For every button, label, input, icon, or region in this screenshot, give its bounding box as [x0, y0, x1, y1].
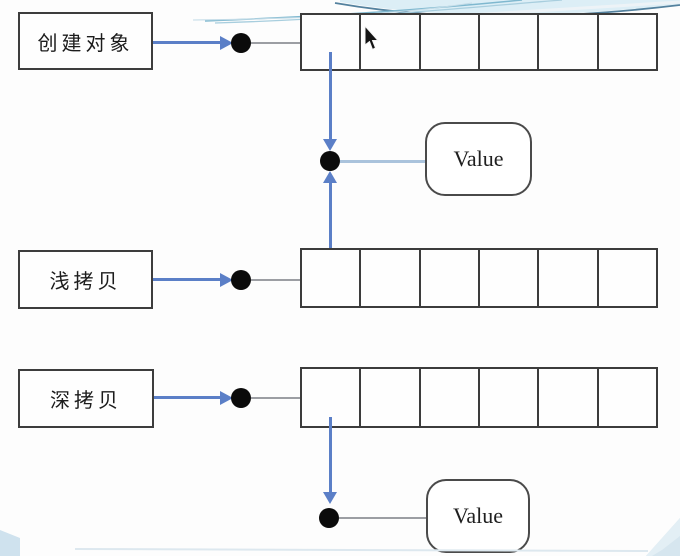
arrowhead-create-object — [220, 36, 233, 50]
label-box-create-object: 创建对象 — [18, 12, 153, 70]
array-cell — [418, 15, 478, 69]
array-cell — [596, 369, 656, 426]
array-cell — [359, 250, 418, 306]
label-text-deep-copy: 深拷贝 — [50, 390, 122, 412]
array-cell — [477, 250, 537, 306]
arrowhead-up-to-value-dot — [323, 171, 337, 183]
array-cell — [596, 250, 656, 306]
value-node-top-text: Value — [453, 146, 504, 171]
arrowhead-down-to-value-dot — [323, 139, 337, 151]
arrowhead-shallow-copy — [220, 273, 233, 287]
label-text-shallow-copy: 浅拷贝 — [49, 271, 122, 293]
arrow-shaft-create-object — [153, 41, 221, 44]
ref-line-array2-to-value — [329, 183, 332, 265]
arrow-shaft-deep-copy — [154, 396, 221, 399]
array-cell — [537, 15, 596, 69]
array-cell — [477, 369, 537, 426]
value-node-bottom: Value — [426, 479, 530, 553]
bottom-right-wedge-highlight — [646, 518, 680, 556]
arrowhead-deep-copy — [220, 391, 233, 405]
array-cell — [302, 250, 359, 306]
bottom-left-wedge — [0, 530, 20, 556]
bottom-faint-line — [74, 548, 649, 552]
value-dot-deep — [319, 508, 339, 528]
array-cell — [596, 15, 656, 69]
array-cell — [418, 369, 478, 426]
pointer-dot-shallow-copy — [231, 270, 251, 290]
connector-dot-to-value-bottom — [339, 517, 427, 519]
array-cell — [359, 15, 418, 69]
value-dot-shared — [320, 151, 340, 171]
connector-dot-to-array-1 — [251, 42, 300, 44]
connector-dot-to-array-3 — [251, 397, 300, 399]
bottom-right-wedge — [646, 518, 680, 556]
label-box-shallow-copy: 浅拷贝 — [18, 250, 153, 309]
ref-line-array3-to-value — [329, 417, 332, 493]
pointer-dot-create-object — [231, 33, 251, 53]
array-cell — [537, 369, 596, 426]
label-box-deep-copy: 深拷贝 — [18, 369, 154, 428]
array-cell — [477, 15, 537, 69]
bottom-decoration — [0, 518, 680, 556]
array-cell — [537, 250, 596, 306]
pointer-dot-deep-copy — [231, 388, 251, 408]
memory-array-deep-copy — [300, 367, 658, 428]
memory-array-create-object — [300, 13, 658, 71]
value-node-bottom-text: Value — [452, 503, 504, 528]
array-cell — [359, 369, 418, 426]
value-node-top: Value — [425, 122, 532, 196]
label-text-create-object: 创建对象 — [37, 32, 134, 55]
memory-array-shallow-copy — [300, 248, 658, 308]
array-cell — [418, 250, 478, 306]
ref-line-array1-to-value — [329, 52, 332, 140]
arrowhead-down-to-bottom-dot — [323, 492, 337, 504]
arrow-shaft-shallow-copy — [153, 278, 221, 281]
connector-dot-to-array-2 — [251, 279, 300, 281]
connector-dot-to-value-top — [340, 160, 427, 163]
